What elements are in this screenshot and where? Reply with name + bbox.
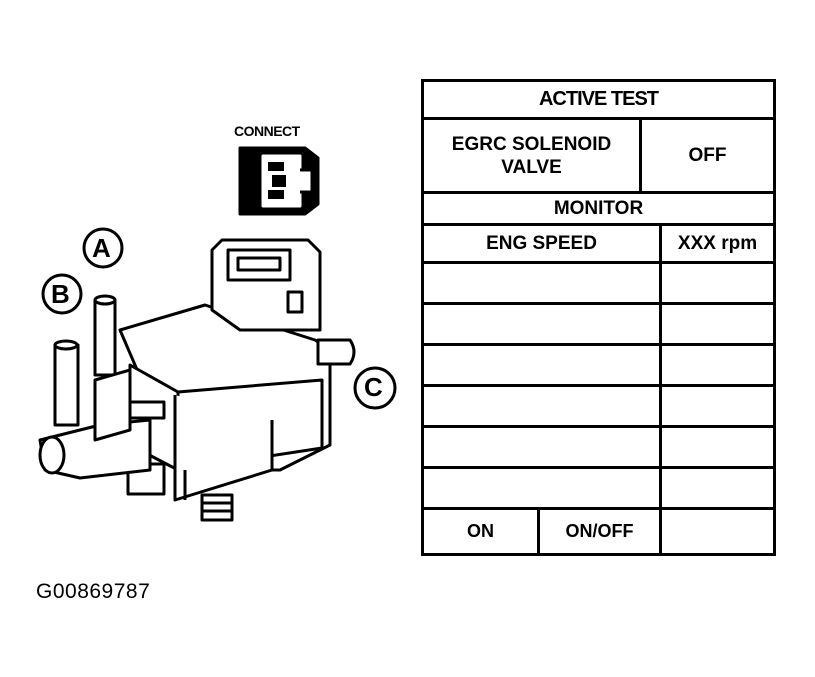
monitor-heading-row: MONITOR <box>424 194 773 226</box>
active-test-table: ACTIVE TEST EGRC SOLENOID VALVE OFF MONI… <box>421 79 776 556</box>
test-item-line-1: EGRC SOLENOID <box>451 133 612 155</box>
test-item-line-2: VALVE <box>501 156 562 178</box>
monitor-heading: MONITOR <box>553 198 644 219</box>
monitor-row: ENG SPEED XXX rpm <box>424 226 773 264</box>
table-title-row: ACTIVE TEST <box>424 82 773 120</box>
test-item-row: EGRC SOLENOID VALVE OFF <box>424 120 773 194</box>
monitor-empty-row <box>424 387 773 428</box>
monitor-empty-row <box>424 305 773 346</box>
connect-label: CONNECT <box>234 123 300 139</box>
monitor-empty-row <box>424 264 773 305</box>
empty-cell <box>424 305 662 343</box>
empty-cell <box>424 469 662 507</box>
port-c-label: C <box>364 372 383 402</box>
empty-button-cell <box>662 510 773 553</box>
table-title: ACTIVE TEST <box>538 88 659 110</box>
monitor-empty-row <box>424 428 773 469</box>
empty-cell <box>424 346 662 384</box>
button-row: ON ON/OFF <box>424 510 773 553</box>
solenoid-valve-illustration <box>38 146 397 522</box>
monitor-item: ENG SPEED <box>424 226 662 261</box>
empty-cell <box>424 428 662 466</box>
figure-id: G00869787 <box>36 580 151 603</box>
port-b-label: B <box>51 279 70 309</box>
on-button[interactable]: ON <box>424 510 540 553</box>
empty-cell <box>424 264 662 302</box>
connector-icon <box>238 146 320 216</box>
test-item-state[interactable]: OFF <box>688 145 727 166</box>
empty-cell <box>424 387 662 425</box>
on-off-button[interactable]: ON/OFF <box>540 510 662 553</box>
monitor-value: XXX rpm <box>677 233 758 254</box>
monitor-empty-row <box>424 346 773 387</box>
monitor-empty-row <box>424 469 773 510</box>
port-a-label: A <box>92 233 111 263</box>
test-item-name: EGRC SOLENOID VALVE <box>424 120 642 191</box>
